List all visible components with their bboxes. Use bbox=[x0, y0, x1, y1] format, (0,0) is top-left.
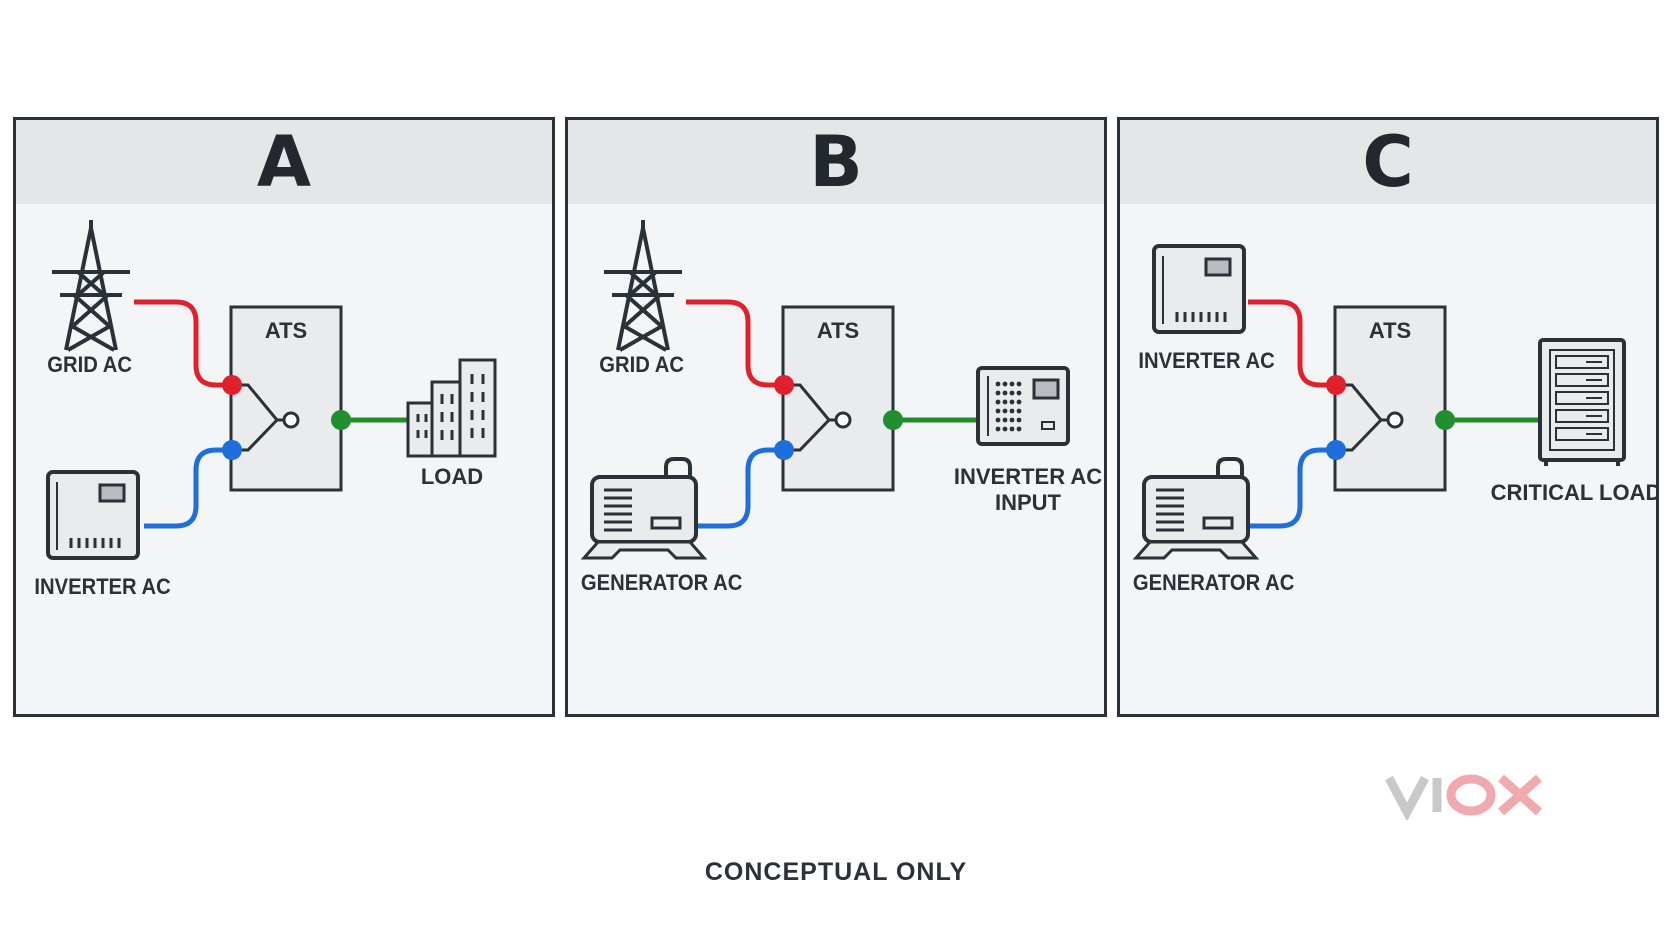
inverter-icon bbox=[46, 470, 140, 560]
source-top-label: GRID AC bbox=[47, 353, 132, 377]
generator-icon bbox=[1132, 457, 1260, 560]
grid-wire bbox=[134, 299, 246, 388]
panel-b-diagram: ATS GRID AC GENERATOR AC bbox=[580, 220, 1102, 595]
grid-wire bbox=[686, 299, 798, 388]
source-bottom-label: GENERATOR AC bbox=[581, 571, 742, 595]
panel-c-diagram: ATS INVERTER AC GENERATOR AC bbox=[1132, 244, 1656, 595]
ats-box bbox=[781, 305, 895, 492]
load-label-line2: INPUT bbox=[995, 490, 1062, 515]
source-bottom-label: GENERATOR AC bbox=[1133, 571, 1294, 595]
ats-box bbox=[229, 305, 343, 492]
panel-c-letter: C bbox=[1362, 121, 1414, 203]
panel-a-letter: A bbox=[256, 121, 312, 203]
source-bottom-label: INVERTER AC bbox=[34, 575, 170, 599]
panel-b: B ATS GRID AC GENERATOR AC bbox=[565, 117, 1107, 717]
output-terminal bbox=[331, 410, 351, 430]
panel-a-header: A bbox=[16, 120, 552, 204]
ats-pivot bbox=[834, 411, 852, 429]
panel-a-diagram: ATS GRID AC INVERTER AC LOAD bbox=[34, 220, 497, 599]
generator-terminal bbox=[1326, 440, 1346, 460]
panel-c-header: C bbox=[1120, 120, 1656, 204]
transmission-tower-icon bbox=[604, 220, 682, 352]
output-terminal bbox=[883, 410, 903, 430]
panel-c: C ATS INVERTER AC GENERATOR AC bbox=[1117, 117, 1659, 717]
ats-label: ATS bbox=[1369, 318, 1411, 343]
ats-label: ATS bbox=[265, 318, 307, 343]
transmission-tower-icon bbox=[52, 220, 130, 352]
load-label: CRITICAL LOAD bbox=[1491, 480, 1656, 505]
output-terminal bbox=[1435, 410, 1455, 430]
generator-icon bbox=[580, 457, 708, 560]
grid-terminal bbox=[222, 375, 242, 395]
generator-wire bbox=[696, 447, 798, 529]
inverter-panel-icon bbox=[976, 366, 1070, 446]
generator-wire bbox=[1248, 447, 1350, 529]
ats-pivot bbox=[1386, 411, 1404, 429]
footer-note: CONCEPTUAL ONLY bbox=[704, 858, 968, 886]
inverter-icon bbox=[1152, 244, 1246, 334]
source-top-label: GRID AC bbox=[599, 353, 684, 377]
panel-a: A ATS GRID AC INVERTER AC bbox=[13, 117, 555, 717]
load-label: LOAD bbox=[421, 464, 483, 489]
load-label-line1: INVERTER AC bbox=[954, 464, 1102, 489]
viox-logo bbox=[1385, 774, 1543, 820]
panel-b-header: B bbox=[568, 120, 1104, 204]
server-rack-icon bbox=[1538, 338, 1626, 466]
inverter-terminal bbox=[1326, 375, 1346, 395]
inverter-terminal bbox=[222, 440, 242, 460]
building-icon bbox=[406, 358, 497, 458]
ats-pivot bbox=[282, 411, 300, 429]
source-top-label: INVERTER AC bbox=[1138, 349, 1274, 373]
grid-terminal bbox=[774, 375, 794, 395]
generator-terminal bbox=[774, 440, 794, 460]
ats-label: ATS bbox=[817, 318, 859, 343]
panel-b-letter: B bbox=[809, 121, 863, 203]
inverter-wire bbox=[144, 447, 246, 529]
ats-box bbox=[1333, 305, 1447, 492]
inverter-wire bbox=[1248, 299, 1350, 388]
